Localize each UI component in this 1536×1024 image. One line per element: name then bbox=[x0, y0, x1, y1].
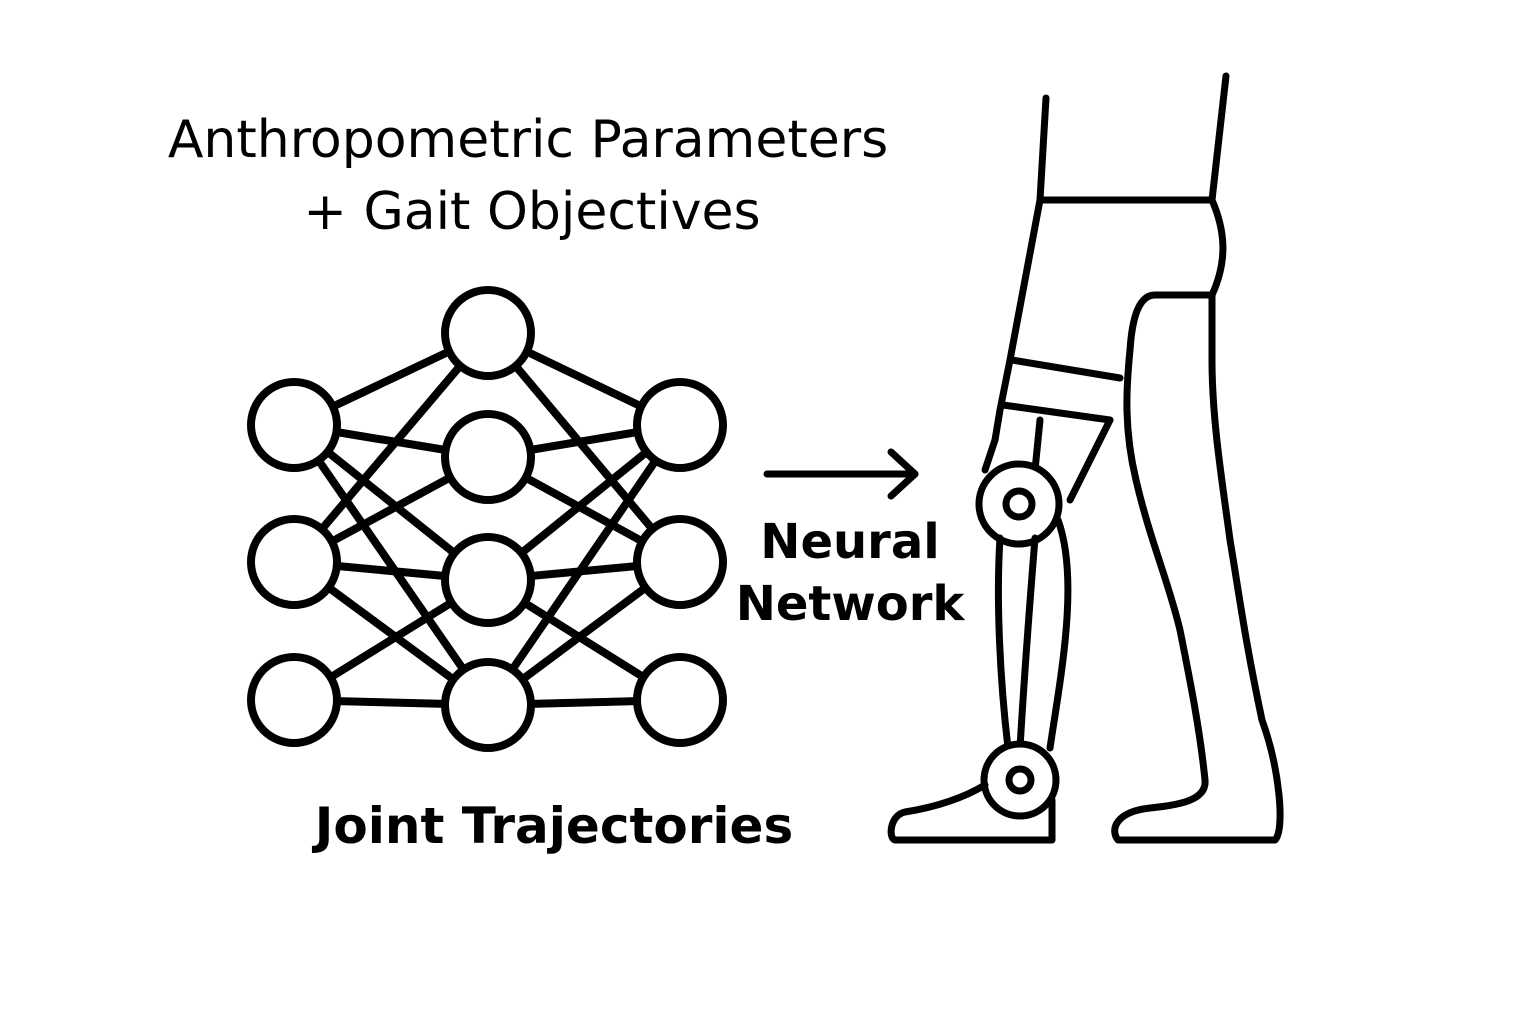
network-nodes bbox=[247, 286, 727, 752]
knee-joint-outer bbox=[975, 460, 1063, 548]
right-hip-line bbox=[1208, 72, 1230, 204]
thigh-front bbox=[1111, 196, 1284, 844]
socket-front bbox=[981, 436, 999, 474]
network-label-line-2: Network bbox=[735, 576, 965, 632]
socket-band-2 bbox=[999, 401, 1114, 424]
output-node-2 bbox=[633, 515, 727, 609]
shank-front bbox=[994, 534, 1012, 752]
input-node-3 bbox=[247, 653, 341, 747]
input-node-1 bbox=[247, 378, 341, 472]
prosthetic-foot bbox=[887, 781, 1056, 844]
socket-outline bbox=[991, 196, 1044, 444]
ankle-joint-outer bbox=[980, 740, 1060, 820]
neural-network-icon bbox=[247, 286, 727, 752]
output-label: Joint Trajectories bbox=[314, 797, 794, 855]
hidden-node-1 bbox=[441, 286, 535, 380]
socket-back bbox=[1066, 416, 1114, 504]
ankle-joint-inner bbox=[1005, 765, 1035, 795]
network-edges bbox=[290, 329, 684, 709]
title-line-2: + Gait Objectives bbox=[303, 182, 761, 242]
hidden-node-3 bbox=[441, 533, 535, 627]
output-node-1 bbox=[633, 378, 727, 472]
hidden-node-2 bbox=[441, 410, 535, 504]
title-line-1: Anthropometric Parameters bbox=[167, 110, 889, 170]
left-hip-line bbox=[1036, 94, 1050, 204]
shank-mid bbox=[1016, 534, 1039, 752]
shank-back bbox=[1046, 516, 1072, 752]
prosthetic-leg-icon bbox=[887, 72, 1284, 844]
output-node-3 bbox=[633, 653, 727, 747]
socket-band-1 bbox=[1008, 356, 1124, 382]
knee-joint-inner bbox=[1002, 487, 1036, 521]
network-label-line-1: Neural bbox=[760, 514, 940, 570]
socket-pylon bbox=[1031, 416, 1044, 474]
arrow-right-icon bbox=[763, 448, 919, 500]
hidden-node-4 bbox=[441, 658, 535, 752]
input-node-2 bbox=[247, 515, 341, 609]
